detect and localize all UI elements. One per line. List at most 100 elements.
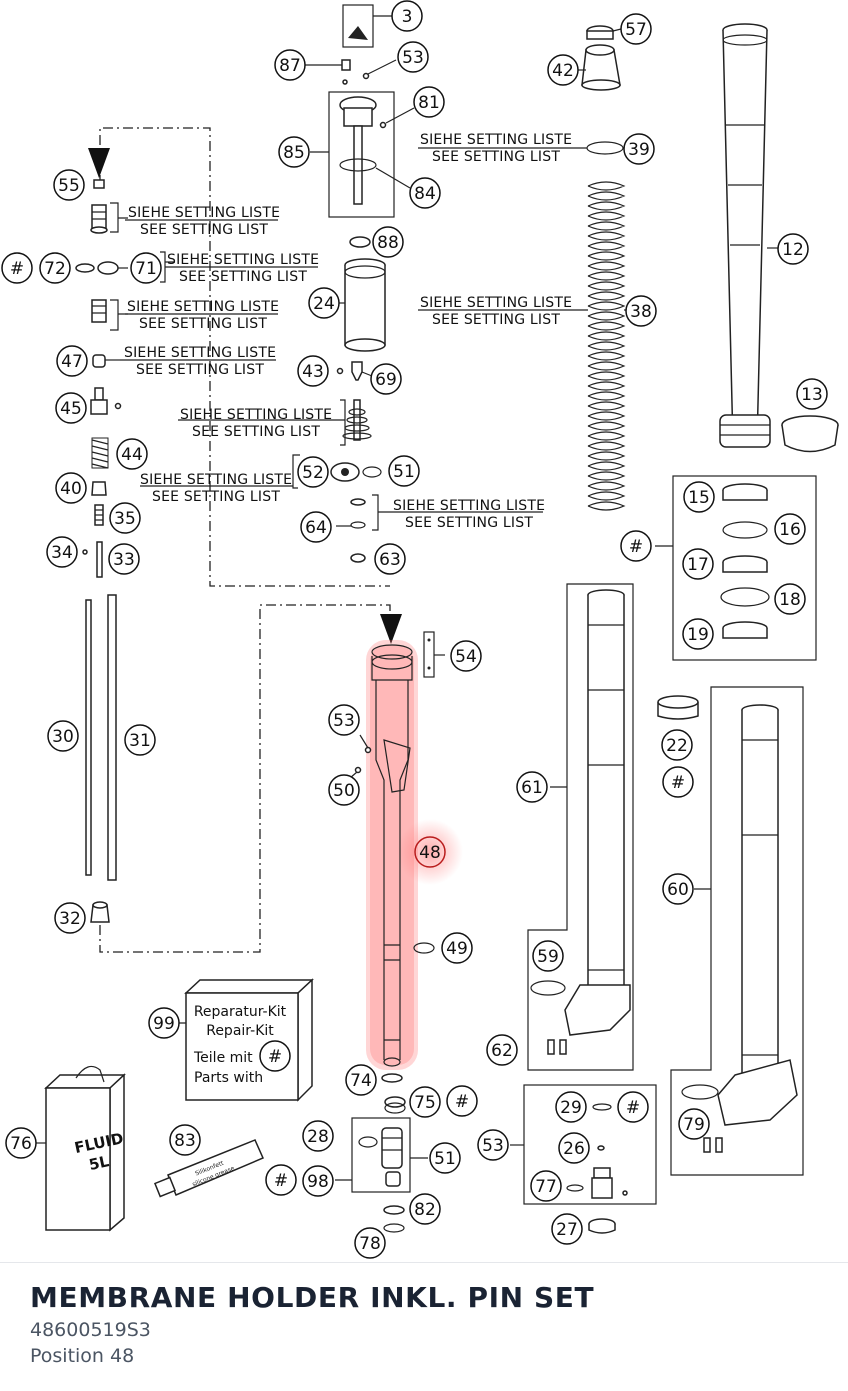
svg-text:43: 43 bbox=[302, 362, 324, 382]
callout-83: 83 bbox=[169, 1124, 201, 1156]
svg-text:SIEHE SETTING LISTE: SIEHE SETTING LISTE bbox=[420, 132, 572, 148]
svg-text:33: 33 bbox=[113, 550, 135, 570]
hash-callout-icon: # bbox=[446, 1085, 478, 1117]
callout-28: 28 bbox=[302, 1120, 334, 1152]
callout-39: 39 bbox=[623, 133, 655, 165]
tube-box-61 bbox=[527, 583, 634, 1071]
svg-text:38: 38 bbox=[630, 302, 652, 322]
callout-51: 51 bbox=[388, 455, 420, 487]
svg-text:78: 78 bbox=[359, 1234, 381, 1254]
svg-text:69: 69 bbox=[375, 370, 397, 390]
svg-text:28: 28 bbox=[307, 1127, 329, 1147]
callout-99: 99 bbox=[148, 1007, 180, 1039]
callout-34: 34 bbox=[46, 536, 78, 568]
callout-13: 13 bbox=[796, 378, 828, 410]
tube-box-60 bbox=[670, 686, 804, 1176]
callout-15: 15 bbox=[683, 481, 715, 513]
callout-98: 98 bbox=[302, 1165, 334, 1197]
exploded-parts-diagram: Reparatur-Kit Repair-Kit Teile mit Parts… bbox=[1, 0, 839, 1259]
part-title: MEMBRANE HOLDER INKL. PIN SET bbox=[30, 1281, 595, 1314]
callout-88: 88 bbox=[372, 226, 404, 258]
svg-text:51: 51 bbox=[434, 1149, 456, 1169]
svg-text:30: 30 bbox=[52, 727, 74, 747]
svg-text:81: 81 bbox=[418, 93, 440, 113]
svg-text:35: 35 bbox=[114, 509, 136, 529]
svg-text:24: 24 bbox=[313, 294, 335, 314]
svg-text:57: 57 bbox=[625, 20, 647, 40]
callout-50: 50 bbox=[328, 774, 360, 806]
repair-kit-parts-de: Teile mit bbox=[193, 1050, 253, 1066]
svg-text:13: 13 bbox=[801, 385, 823, 405]
svg-text:60: 60 bbox=[667, 880, 689, 900]
svg-text:72: 72 bbox=[44, 259, 66, 279]
svg-text:45: 45 bbox=[60, 399, 82, 419]
callout-74: 74 bbox=[345, 1064, 377, 1096]
svg-text:59: 59 bbox=[537, 947, 559, 967]
svg-text:SEE SETTING LIST: SEE SETTING LIST bbox=[152, 489, 280, 505]
repair-kit-parts-en: Parts with bbox=[194, 1070, 263, 1086]
svg-text:40: 40 bbox=[60, 479, 82, 499]
repair-kit-label-de: Reparatur-Kit bbox=[194, 1004, 287, 1020]
callout-48[interactable]: 48 bbox=[414, 836, 446, 868]
hash-callout-icon: # bbox=[620, 530, 652, 562]
callout-38: 38 bbox=[625, 295, 657, 327]
svg-text:#: # bbox=[10, 259, 24, 279]
callout-30: 30 bbox=[47, 720, 79, 752]
svg-text:87: 87 bbox=[279, 56, 301, 76]
svg-text:55: 55 bbox=[58, 176, 80, 196]
svg-text:53: 53 bbox=[333, 711, 355, 731]
highlight-tube-48[interactable] bbox=[366, 640, 463, 1070]
svg-text:49: 49 bbox=[446, 939, 468, 959]
callout-81: 81 bbox=[413, 86, 445, 118]
svg-text:#: # bbox=[274, 1171, 288, 1191]
kit-box-76 bbox=[351, 1117, 411, 1193]
callout-62: 62 bbox=[486, 1034, 518, 1066]
callout-24: 24 bbox=[308, 287, 340, 319]
callout-75: 75 bbox=[409, 1086, 441, 1118]
kit-box-85 bbox=[328, 91, 395, 218]
svg-text:SIEHE SETTING LISTE: SIEHE SETTING LISTE bbox=[180, 407, 332, 423]
setting-label-group: SIEHE SETTING LISTE SEE SETTING LIST SIE… bbox=[120, 132, 572, 531]
callout-47: 47 bbox=[56, 345, 88, 377]
valve-stack bbox=[342, 399, 372, 441]
svg-text:64: 64 bbox=[305, 518, 327, 538]
grease-tube bbox=[153, 1139, 264, 1198]
svg-text:76: 76 bbox=[10, 1134, 32, 1154]
svg-text:77: 77 bbox=[535, 1177, 557, 1197]
callout-19: 19 bbox=[682, 618, 714, 650]
callout-63: 63 bbox=[374, 543, 406, 575]
arrow-down-icon bbox=[88, 148, 110, 178]
callout-53: 53 bbox=[397, 41, 429, 73]
callout-77: 77 bbox=[530, 1170, 562, 1202]
svg-text:SIEHE SETTING LISTE: SIEHE SETTING LISTE bbox=[124, 345, 276, 361]
callout-33: 33 bbox=[108, 543, 140, 575]
hash-callout-icon: # bbox=[259, 1040, 291, 1072]
svg-text:61: 61 bbox=[521, 778, 543, 798]
callout-29: 29 bbox=[555, 1091, 587, 1123]
fluid-can bbox=[44, 1065, 126, 1232]
svg-text:88: 88 bbox=[377, 233, 399, 253]
callout-49: 49 bbox=[441, 932, 473, 964]
svg-text:83: 83 bbox=[174, 1131, 196, 1151]
callout-16: 16 bbox=[774, 513, 806, 545]
hash-callout-icon: # bbox=[265, 1164, 297, 1196]
part-position: Position 48 bbox=[30, 1345, 135, 1367]
rod-part-30 bbox=[85, 599, 92, 876]
svg-text:SEE SETTING LIST: SEE SETTING LIST bbox=[432, 312, 560, 328]
callout-52: 52 bbox=[297, 456, 329, 488]
fluid-can-volume: 5L bbox=[87, 1152, 111, 1174]
callout-45: 45 bbox=[55, 392, 87, 424]
svg-text:16: 16 bbox=[779, 520, 801, 540]
callout-78: 78 bbox=[354, 1227, 386, 1259]
svg-text:62: 62 bbox=[491, 1041, 513, 1061]
callout-53: 53 bbox=[477, 1129, 509, 1161]
spring-part-44 bbox=[91, 437, 109, 469]
svg-text:79: 79 bbox=[683, 1115, 705, 1135]
svg-text:SIEHE SETTING LISTE: SIEHE SETTING LISTE bbox=[393, 498, 545, 514]
callout-22: 22 bbox=[661, 729, 693, 761]
svg-text:53: 53 bbox=[482, 1136, 504, 1156]
hash-callout-icon: # bbox=[1, 252, 33, 284]
callout-43: 43 bbox=[297, 355, 329, 387]
hash-callout-icon: # bbox=[617, 1091, 649, 1123]
svg-text:SIEHE SETTING LISTE: SIEHE SETTING LISTE bbox=[127, 299, 279, 315]
